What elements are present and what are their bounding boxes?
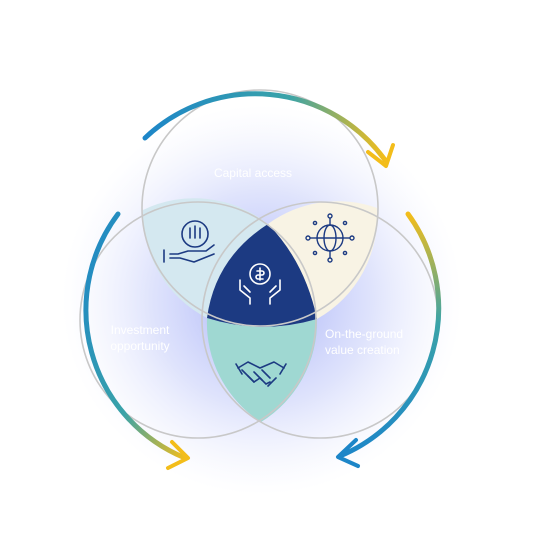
- arrowhead-top: [366, 143, 395, 168]
- arc-arrow-right: [337, 211, 442, 459]
- arc-arrow-left: [83, 211, 188, 461]
- circle-label-left-2: opportunity: [110, 339, 169, 353]
- arrowhead-left: [166, 440, 190, 470]
- arc-label-top: GCC CAPITAL: [227, 32, 314, 49]
- circle-label-right-1: On-the-ground: [325, 327, 403, 341]
- circle-label-top: Capital access: [214, 166, 292, 180]
- circle-label-right-2: value creation: [325, 343, 400, 357]
- circle-label-left-1: Investment: [111, 323, 170, 337]
- hand-money-icon: [163, 220, 215, 263]
- lens-top-right: [268, 201, 378, 319]
- arc-arrow-top: [142, 91, 388, 163]
- circle-left: [79, 201, 317, 439]
- hands-coin-icon: [239, 263, 281, 305]
- handshake-icon: [235, 361, 287, 387]
- arrowhead-right: [336, 438, 360, 468]
- globe-network-icon: [305, 213, 355, 263]
- circle-top: [141, 89, 379, 327]
